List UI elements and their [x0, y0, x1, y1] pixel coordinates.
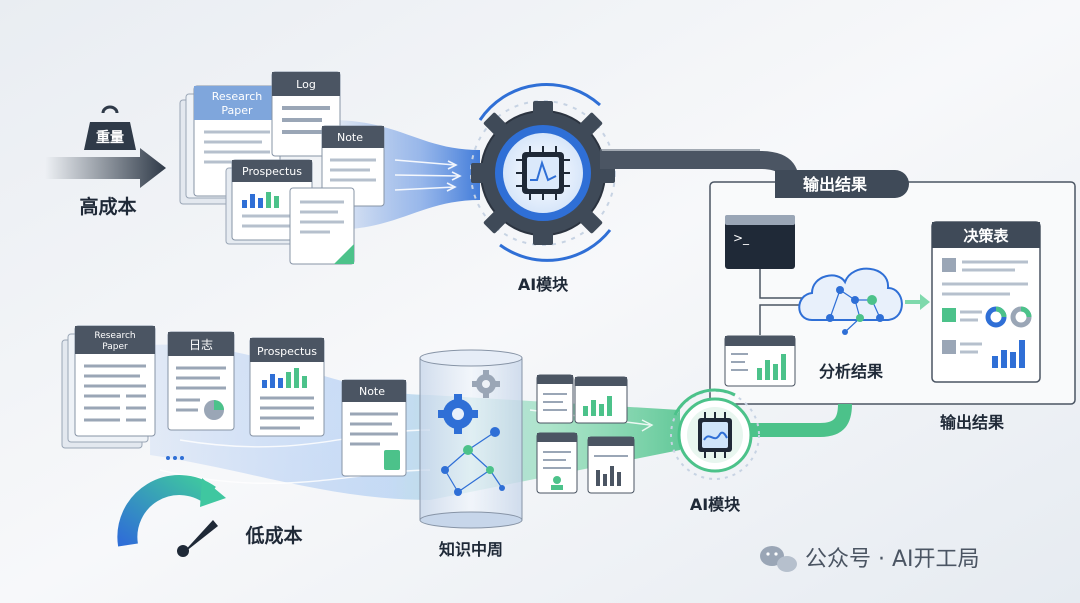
middleware-label: 知识中周 [439, 540, 503, 559]
bottom-window-3 [536, 432, 578, 494]
to-decision-arrow [905, 294, 930, 310]
bottom-research-paper-doc: Research Paper [74, 325, 156, 437]
bottom-window-4 [587, 436, 635, 494]
decision-table-title: 决策表 [963, 227, 1009, 245]
weight-icon: 重量 [84, 105, 136, 150]
top-research-title-1: Research [212, 90, 262, 103]
chip-icon [516, 146, 570, 200]
bottom-document-stack: Research Paper 日志 Prospectus [61, 325, 407, 477]
bottom-output-pipe [720, 403, 852, 437]
analysis-result-label: 分析结果 [819, 362, 883, 381]
top-prospectus-title: Prospectus [242, 165, 302, 178]
weight-label: 重量 [96, 129, 124, 146]
speed-gauge-icon [117, 475, 226, 557]
terminal-window: >_ [725, 215, 795, 269]
bottom-output-windows [536, 374, 635, 494]
output-connectors [759, 269, 805, 335]
output-banner-label: 输出结果 [803, 175, 867, 194]
high-cost-label: 高成本 [79, 195, 136, 218]
cloud-network-icon [798, 267, 903, 335]
bottom-prospectus-doc: Prospectus [249, 337, 325, 437]
bottom-note-doc: Note [341, 379, 407, 477]
bottom-log-doc: 日志 [167, 331, 235, 431]
watermark-text: 公众号 · AI开工局 [805, 547, 980, 572]
network-graph-icon [441, 427, 505, 496]
donut-icon [1010, 306, 1032, 328]
bottom-ai-label: AI模块 [690, 495, 741, 514]
bottom-window-2 [574, 376, 628, 424]
blue-gear-icon [438, 394, 478, 434]
knowledge-middleware: 知识中周 [419, 349, 523, 559]
wechat-icon [760, 546, 797, 572]
bottom-dots [166, 456, 184, 460]
top-page-doc [289, 187, 355, 265]
high-cost-arrow [45, 148, 166, 188]
bottom-ai-module: AI模块 [670, 388, 760, 514]
top-ai-label: AI模块 [518, 275, 569, 294]
top-research-title-2: Paper [221, 104, 253, 117]
terminal-prompt: >_ [733, 231, 750, 245]
decision-table-card: 决策表 [931, 221, 1041, 383]
bottom-log-title: 日志 [189, 338, 213, 352]
bottom-note-title: Note [359, 385, 385, 398]
bottom-prospectus-title: Prospectus [257, 345, 317, 358]
low-cost-label: 低成本 [244, 524, 302, 547]
bottom-research-title-2: Paper [102, 342, 128, 352]
output-result-label: 输出结果 [940, 413, 1004, 432]
analysis-chart-window [724, 335, 796, 387]
top-flow-arrows [394, 159, 462, 192]
top-ai-module: AI模块 [470, 82, 616, 294]
bottom-window-1 [536, 374, 574, 424]
gray-gear-icon [472, 370, 500, 398]
top-note-title: Note [337, 131, 363, 144]
top-log-title: Log [296, 78, 316, 91]
top-document-stack: Research Paper Log Note [179, 71, 385, 265]
bottom-research-title-1: Research [94, 331, 135, 341]
watermark: 公众号 · AI开工局 [760, 546, 980, 572]
output-banner: 输出结果 [775, 170, 909, 198]
pie-icon [985, 306, 1007, 328]
small-chip-icon [698, 412, 732, 458]
